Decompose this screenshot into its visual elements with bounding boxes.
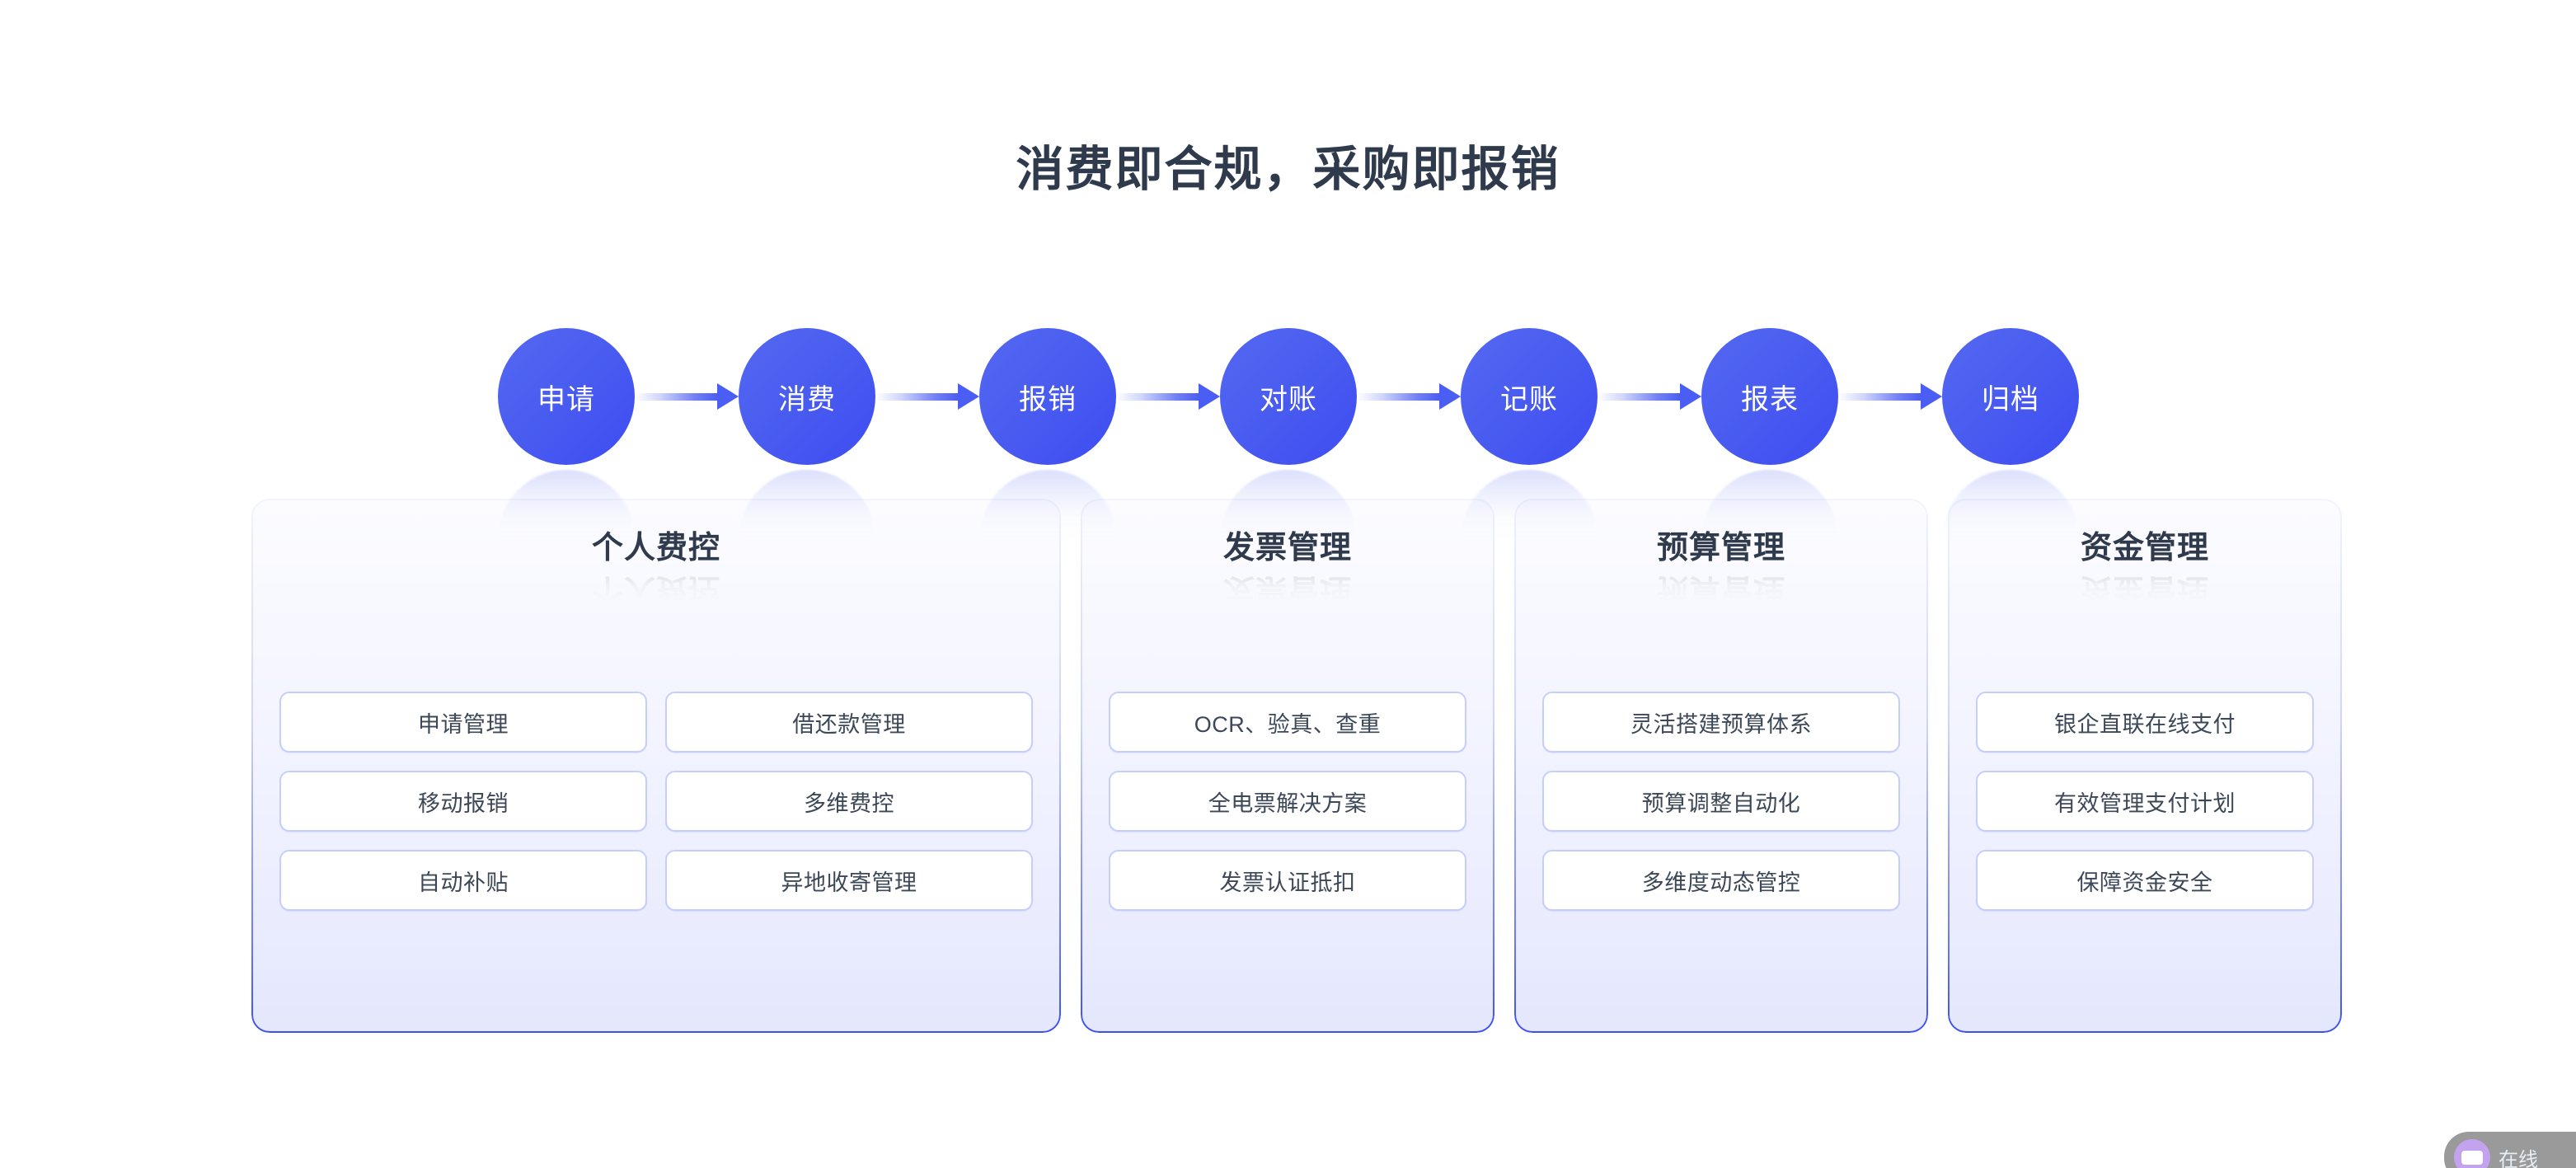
panel-title: 个人费控 xyxy=(591,531,720,565)
floating-support-widget[interactable]: 在线 xyxy=(2444,1132,2576,1168)
arrow-right-icon xyxy=(1838,328,1942,465)
arrow-right-icon xyxy=(1116,328,1220,465)
panel-budget-management: 预算管理 预算管理 灵活搭建预算体系 预算调整自动化 多维度动态管控 xyxy=(1514,499,1928,1033)
flow-step-6[interactable]: 报表 xyxy=(1701,328,1838,539)
panel-item[interactable]: 多维度动态管控 xyxy=(1542,850,1900,911)
panel-heading: 预算管理 预算管理 xyxy=(1542,527,1900,607)
panel-personal-expense-control: 个人费控 个人费控 申请管理 借还款管理 移动报销 多维费控 自动补贴 异地收寄… xyxy=(251,499,1061,1033)
arrow-head xyxy=(958,383,979,410)
arrow-shaft xyxy=(1838,392,1921,401)
arrow-head xyxy=(1921,383,1942,410)
panel-item[interactable]: 多维费控 xyxy=(665,771,1033,832)
panel-item[interactable]: 申请管理 xyxy=(279,692,647,753)
panel-item[interactable]: OCR、验真、查重 xyxy=(1109,692,1466,753)
panel-item[interactable]: 借还款管理 xyxy=(665,692,1033,753)
arrow-shaft xyxy=(635,392,717,401)
panel-item-grid: 灵活搭建预算体系 预算调整自动化 多维度动态管控 xyxy=(1542,603,1900,1000)
flow-step-4[interactable]: 对账 xyxy=(1220,328,1357,539)
flow-step-label: 消费 xyxy=(739,328,875,465)
panel-title: 资金管理 xyxy=(2080,531,2209,565)
flow-step-1[interactable]: 申请 xyxy=(498,328,635,539)
panel-title: 预算管理 xyxy=(1656,531,1785,565)
panel-item[interactable]: 移动报销 xyxy=(279,771,647,832)
panel-item[interactable]: 银企直联在线支付 xyxy=(1976,692,2314,753)
arrow-right-icon xyxy=(635,328,739,465)
flow-step-7[interactable]: 归档 xyxy=(1942,328,2079,539)
page-title: 消费即合规，采购即报销 xyxy=(1016,143,1560,196)
panel-item[interactable]: 有效管理支付计划 xyxy=(1976,771,2314,832)
flow-step-label: 申请 xyxy=(498,328,635,465)
panel-item[interactable]: 预算调整自动化 xyxy=(1542,771,1900,832)
flow-step-label: 对账 xyxy=(1220,328,1357,465)
panel-heading: 发票管理 发票管理 xyxy=(1109,527,1466,607)
flow-step-5[interactable]: 记账 xyxy=(1461,328,1598,539)
arrow-head xyxy=(1199,383,1220,410)
panel-item[interactable]: 发票认证抵扣 xyxy=(1109,850,1466,911)
arrow-shaft xyxy=(1598,392,1680,401)
flow-step-label: 记账 xyxy=(1461,328,1598,465)
arrow-shaft xyxy=(1357,392,1439,401)
flow-step-3[interactable]: 报销 xyxy=(979,328,1116,539)
panel-item[interactable]: 保障资金安全 xyxy=(1976,850,2314,911)
arrow-right-icon xyxy=(875,328,979,465)
arrow-head xyxy=(1680,383,1701,410)
panel-item[interactable]: 灵活搭建预算体系 xyxy=(1542,692,1900,753)
panel-invoice-management: 发票管理 发票管理 OCR、验真、查重 全电票解决方案 发票认证抵扣 xyxy=(1081,499,1494,1033)
floating-widget-label: 在线 xyxy=(2499,1148,2538,1168)
arrow-head xyxy=(717,383,739,410)
arrow-right-icon xyxy=(1357,328,1461,465)
panel-item-grid: 申请管理 借还款管理 移动报销 多维费控 自动补贴 异地收寄管理 xyxy=(279,603,1033,1000)
arrow-head xyxy=(1439,383,1461,410)
panel-item[interactable]: 自动补贴 xyxy=(279,850,647,911)
panel-item[interactable]: 全电票解决方案 xyxy=(1109,771,1466,832)
arrow-right-icon xyxy=(1598,328,1701,465)
flow-step-label: 报销 xyxy=(979,328,1116,465)
flow-step-label: 归档 xyxy=(1942,328,2079,465)
arrow-shaft xyxy=(1116,392,1199,401)
panel-item-grid: OCR、验真、查重 全电票解决方案 发票认证抵扣 xyxy=(1109,603,1466,1000)
process-flow: 申请 消费 报销 对账 xyxy=(498,328,2079,539)
capability-panels: 个人费控 个人费控 申请管理 借还款管理 移动报销 多维费控 自动补贴 异地收寄… xyxy=(251,499,2342,1033)
panel-fund-management: 资金管理 资金管理 银企直联在线支付 有效管理支付计划 保障资金安全 xyxy=(1948,499,2342,1033)
panel-heading: 资金管理 资金管理 xyxy=(1976,527,2314,607)
arrow-shaft xyxy=(875,392,958,401)
support-agent-icon xyxy=(2454,1139,2490,1168)
flow-step-2[interactable]: 消费 xyxy=(739,328,875,539)
panel-item-grid: 银企直联在线支付 有效管理支付计划 保障资金安全 xyxy=(1976,603,2314,1000)
panel-heading: 个人费控 个人费控 xyxy=(279,527,1033,607)
flow-step-label: 报表 xyxy=(1701,328,1838,465)
panel-title: 发票管理 xyxy=(1222,531,1352,565)
panel-item[interactable]: 异地收寄管理 xyxy=(665,850,1033,911)
